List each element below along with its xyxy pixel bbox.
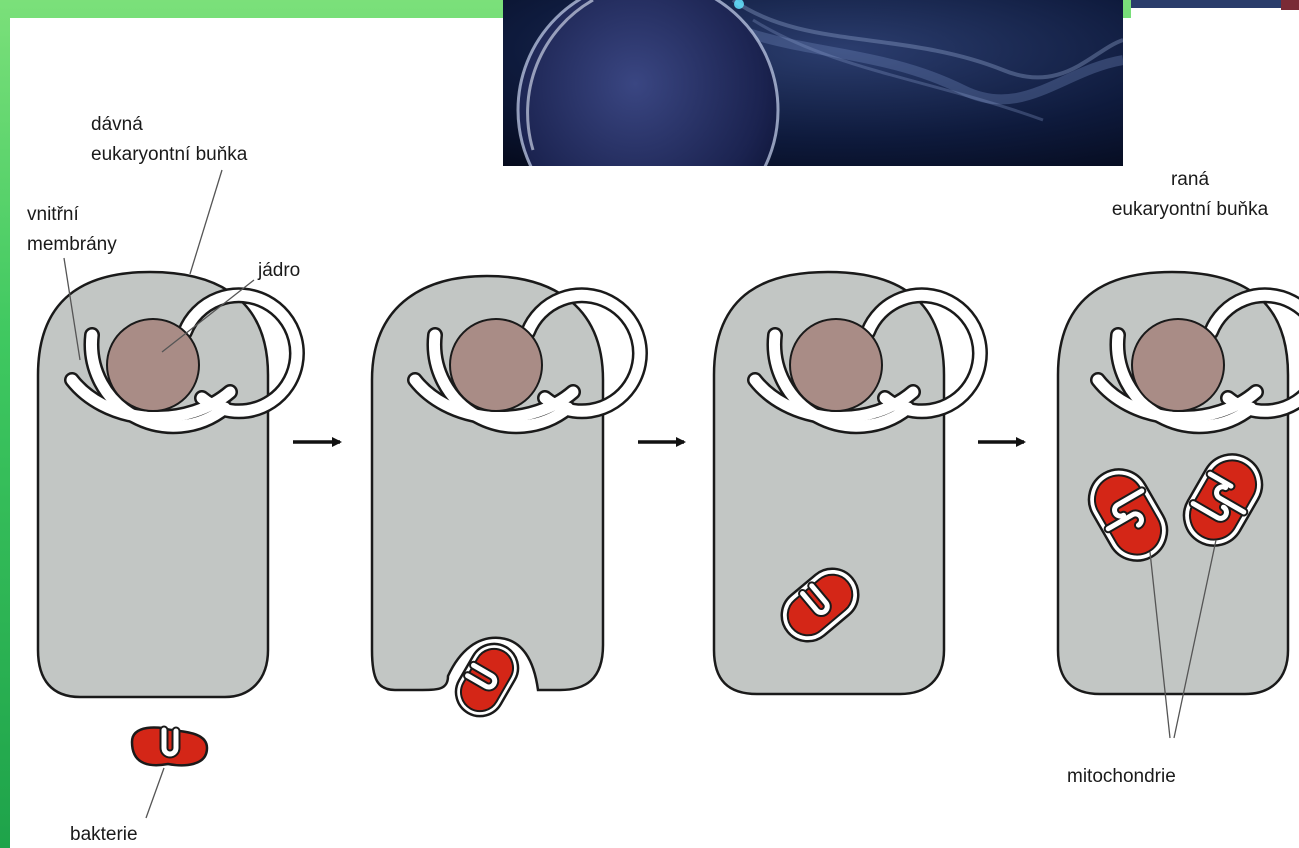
nucleus [1132, 319, 1224, 411]
label-early-cell-line1: raná [1171, 169, 1209, 190]
cell-stage-4 [1058, 272, 1299, 694]
nucleus [107, 319, 199, 411]
bacterium [132, 727, 207, 765]
label-ancient-cell-line1: dávná [91, 114, 143, 135]
label-bacterium: bakterie [70, 824, 138, 845]
nucleus [450, 319, 542, 411]
leader-ancient-cell [190, 170, 222, 274]
leader-bacterium [146, 768, 164, 818]
nucleus [790, 319, 882, 411]
label-ancient-cell-line2: eukaryontní buňka [91, 144, 248, 165]
cell-stage-3 [714, 272, 980, 694]
label-early-cell-line2: eukaryontní buňka [1112, 199, 1269, 220]
label-nucleus: jádro [257, 260, 300, 281]
label-inner-membranes-line2: membrány [27, 234, 117, 255]
cell-stage-2 [372, 276, 640, 725]
label-mitochondria: mitochondrie [1067, 766, 1176, 787]
label-inner-membranes-line1: vnitřní [27, 204, 79, 225]
